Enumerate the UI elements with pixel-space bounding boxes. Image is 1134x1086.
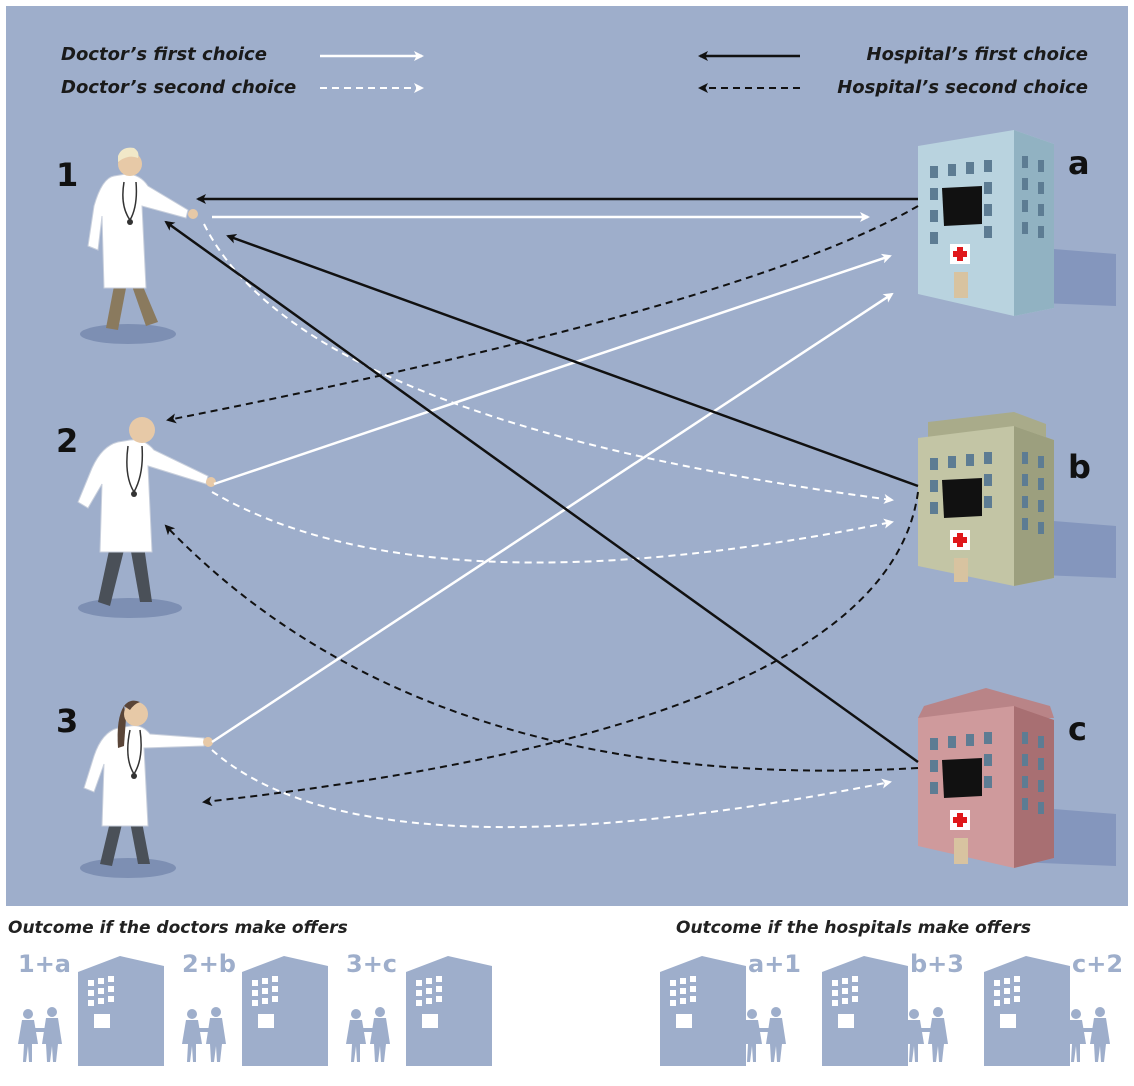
doctor-2-label: 2: [56, 422, 79, 460]
hospital-c-label: c: [1068, 710, 1087, 748]
doctor-3-figure: [83, 700, 213, 866]
outcome-hospitals-pair-2: b+3: [910, 950, 964, 978]
arrow-hospital-a-second-2: [166, 205, 919, 424]
hospital-c-building: [918, 688, 1116, 868]
doctor-1-figure: [87, 147, 198, 330]
doctor-3-shadow: [80, 858, 176, 878]
doctor-1-shadow: [80, 324, 176, 344]
doctor-2-figure: [77, 417, 216, 606]
legend-doctor-first-label: Doctor’s first choice: [61, 44, 267, 65]
outcome-hospitals-pair-1: a+1: [748, 950, 802, 978]
outcome-hospitals-pair-3: c+2: [1072, 950, 1124, 978]
arrow-hospital-c-second-2: [164, 524, 919, 772]
arrow-hospital-c-first-1: [164, 220, 919, 764]
legend-hospital-first-label: Hospital’s first choice: [866, 44, 1088, 65]
hospital-a-building: [918, 130, 1116, 316]
doctor-1-label: 1: [56, 156, 79, 194]
arrow-hospital-b-second-3: [202, 491, 919, 807]
hospital-a-label: a: [1068, 144, 1090, 182]
hospital-b-label: b: [1068, 448, 1091, 486]
legend-doctor-second-label: Doctor’s second choice: [61, 77, 297, 98]
outcome-doctors-pair-1: 1+a: [18, 950, 72, 978]
legend-hospital-second-label: Hospital’s second choice: [837, 77, 1088, 98]
outcome-hospitals-title: Outcome if the hospitals make offers: [676, 918, 1031, 938]
doctor-2-shadow: [78, 598, 182, 618]
outcome-doctors-title: Outcome if the doctors make offers: [8, 918, 348, 938]
arrow-hospital-b-first-1: [226, 234, 919, 488]
arrow-doctor3-first-a: [211, 292, 894, 744]
hospital-b-building: [918, 412, 1116, 586]
outcome-doctors-pair-3: 3+c: [346, 950, 398, 978]
doctor-3-label: 3: [56, 702, 79, 740]
diagram-panel: Doctor’s first choice Doctor’s second ch…: [6, 6, 1128, 906]
arrow-doctor3-second-c: [211, 749, 892, 829]
outcome-doctors-pair-2: 2+b: [182, 950, 236, 978]
arrow-doctor2-second-b: [211, 491, 894, 564]
diagram-canvas: [77, 51, 1116, 878]
arrow-doctor2-first-a: [213, 253, 892, 486]
